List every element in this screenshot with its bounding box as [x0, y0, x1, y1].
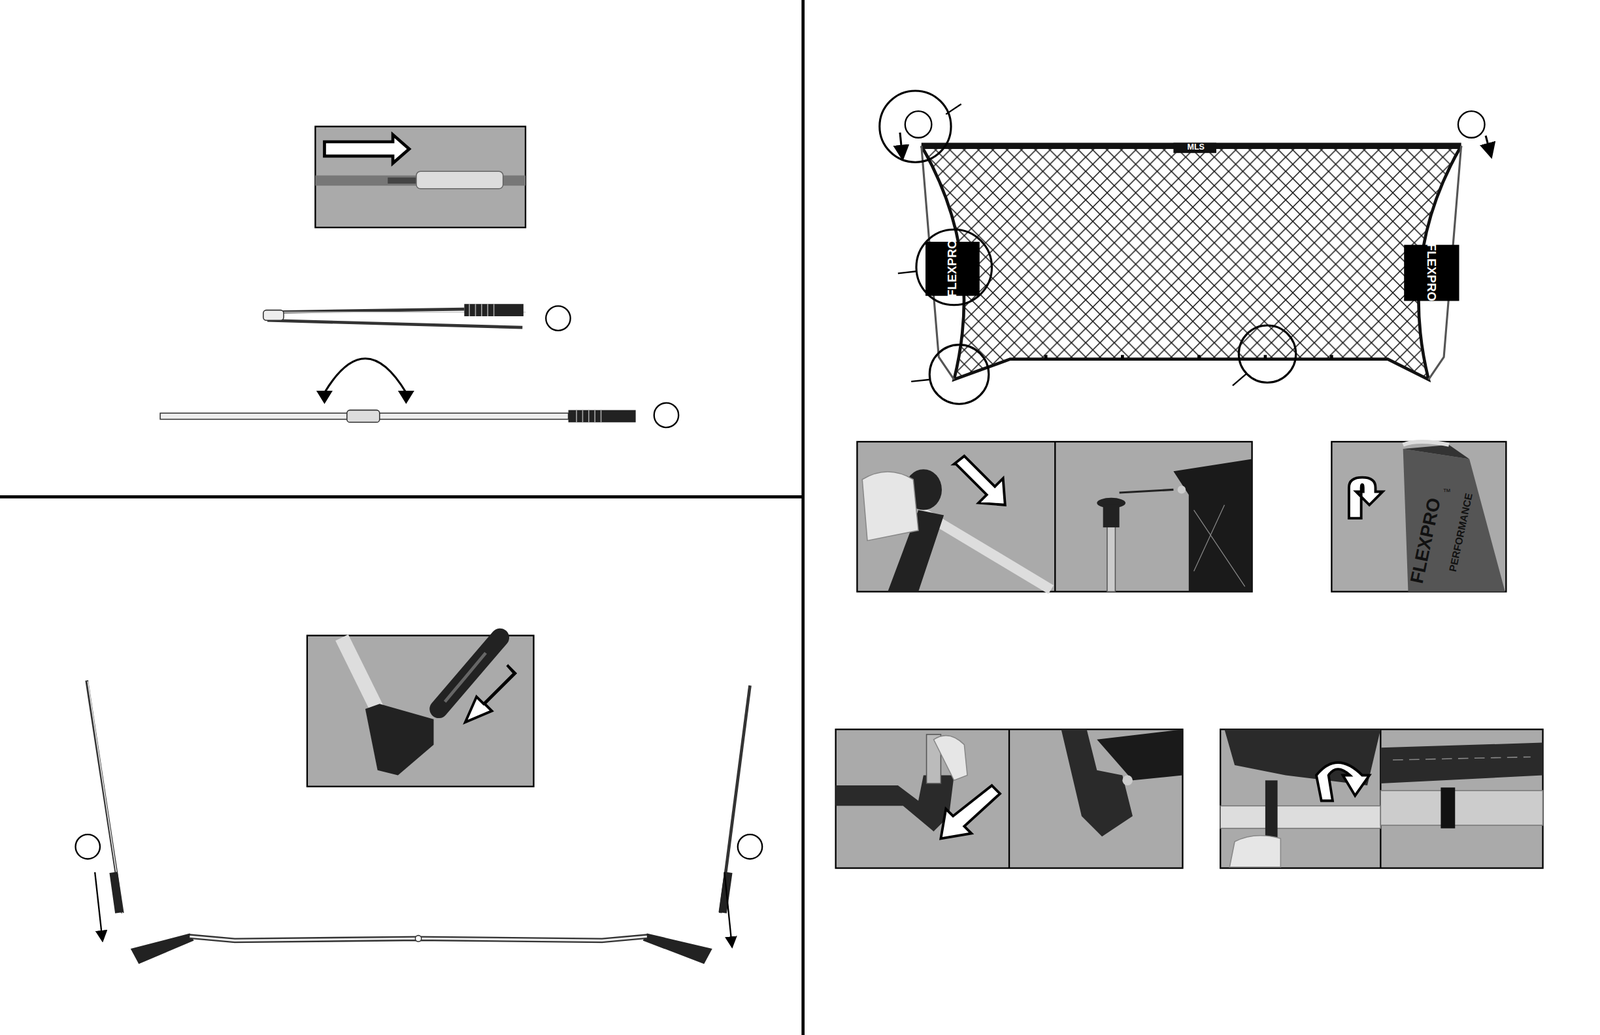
sleeve-logo: FLEXPRO: [1425, 243, 1438, 302]
brand-mark: MLS: [1187, 143, 1205, 152]
sleeve-logo: FLEXPRO: [945, 239, 959, 297]
trademark-symbol: ™: [1443, 488, 1451, 497]
